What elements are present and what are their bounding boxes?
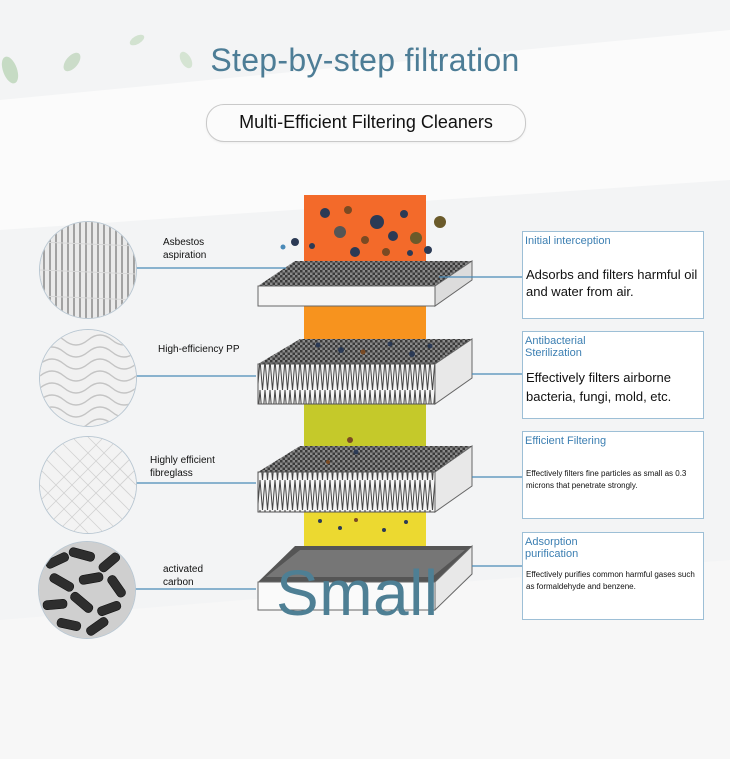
carbon-pellets-icon [38, 541, 136, 639]
info-box-2-body: Effectively filters airborne bacteria, f… [526, 370, 672, 404]
info-box-3: Efficient Filtering Effectively filters … [522, 431, 704, 519]
info-box-2: Antibacterial Sterilization Effectively … [522, 331, 704, 419]
info-box-3-title: Efficient Filtering [525, 435, 607, 447]
filter-layer-2 [257, 338, 473, 405]
connector-lines [133, 267, 522, 590]
layer-1-label: Asbestos aspiration [163, 237, 207, 261]
fine-fibre-icon [39, 436, 137, 534]
layer-4-label: activated carbon [163, 564, 204, 588]
air-column-segment-2 [304, 306, 426, 342]
filter-layer-4 [257, 544, 473, 612]
info-box-4-body: Effectively purifies common harmful gase… [526, 570, 695, 591]
fibrous-weave-icon [39, 221, 137, 319]
watermark-text: Small [276, 557, 439, 629]
layer-2-label: High-efficiency PP [158, 344, 240, 355]
info-box-1-body: Adsorbs and filters harmful oil and wate… [526, 267, 698, 299]
air-column-segment-3 [304, 404, 426, 448]
particles-top [280, 206, 446, 257]
info-box-1: Initial interception Adsorbs and filters… [522, 231, 704, 319]
info-box-4: Adsorption purification Effectively puri… [522, 532, 704, 620]
mesh-icon [39, 329, 137, 427]
air-column-segment-4 [304, 512, 426, 546]
filter-layer-1 [257, 260, 473, 307]
filter-layer-3 [257, 437, 473, 513]
subtitle-pill: Multi-Efficient Filtering Cleaners [206, 104, 526, 142]
air-column-segment-1 [304, 195, 426, 261]
subtitle: Multi-Efficient Filtering Cleaners [239, 112, 493, 132]
page-title: Step-by-step filtration [210, 42, 520, 78]
info-box-1-title: Initial interception [525, 235, 611, 247]
particles-bottom [318, 518, 408, 532]
layer-3-label: Highly efficient fibreglass [150, 455, 215, 479]
info-box-4-title: Adsorption purification [525, 536, 579, 560]
info-box-2-title: Antibacterial Sterilization [525, 335, 586, 359]
info-box-3-body: Effectively filters fine particles as sm… [526, 469, 687, 490]
